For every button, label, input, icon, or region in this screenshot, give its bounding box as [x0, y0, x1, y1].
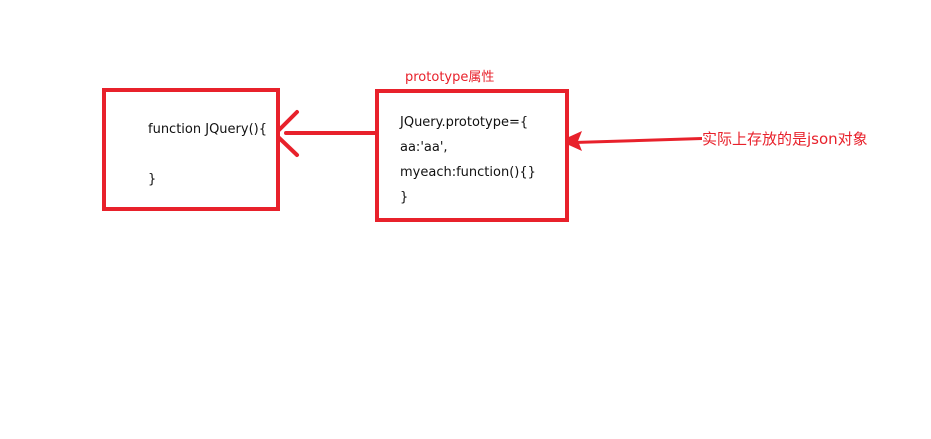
- function-box: function JQuery(){ }: [102, 88, 280, 211]
- arrow-prototype-to-function: [273, 110, 377, 157]
- prototype-line-4: }: [400, 190, 409, 205]
- prototype-line-2: aa:'aa',: [400, 140, 448, 155]
- function-line-open: function JQuery(){: [148, 122, 267, 137]
- json-object-label: 实际上存放的是json对象: [702, 130, 868, 148]
- prototype-attribute-label: prototype属性: [405, 70, 495, 85]
- prototype-line-1: JQuery.prototype={: [400, 115, 529, 130]
- prototype-line-3: myeach:function(){}: [400, 165, 536, 180]
- arrow-label-to-prototype: [560, 131, 702, 151]
- function-line-close: }: [148, 172, 157, 187]
- prototype-box: JQuery.prototype={ aa:'aa', myeach:funct…: [375, 89, 569, 222]
